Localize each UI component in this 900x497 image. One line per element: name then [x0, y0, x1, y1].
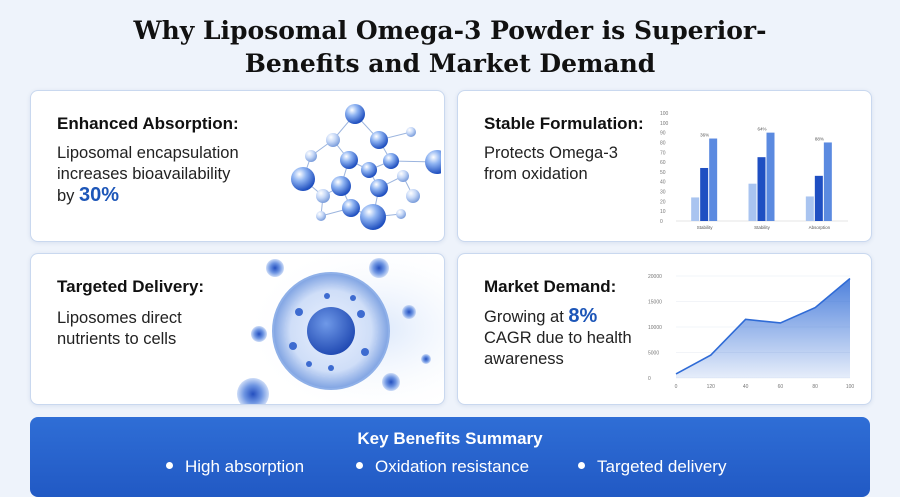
- bar-value-label: 88%: [815, 136, 824, 141]
- y-tick-label: 30: [660, 190, 666, 196]
- card-text-prefix: by: [57, 187, 80, 205]
- card-text-line: by 30%: [57, 185, 239, 207]
- bar: [805, 196, 814, 221]
- y-tick-label: 100: [660, 121, 669, 127]
- summary-item-text: High absorption: [185, 457, 305, 476]
- bullet-dot-icon: [578, 462, 585, 470]
- card-text-line: awareness: [484, 350, 564, 368]
- molecule-illustration: [291, 104, 441, 230]
- summary-item: Oxidation resistance: [356, 457, 529, 477]
- highlight-percent: 8%: [568, 305, 598, 327]
- card-text-line: Liposomes direct: [57, 309, 182, 327]
- x-tick-label: 100: [846, 384, 855, 390]
- card-text-line: from oxidation: [484, 165, 588, 183]
- summary-title: Key Benefits Summary: [357, 429, 543, 448]
- card-title: Enhanced Absorption:: [57, 114, 239, 133]
- bar: [766, 132, 775, 221]
- page-title: Why Liposomal Omega-3 Powder is Superior…: [0, 14, 900, 80]
- y-tick-label: 0: [648, 376, 651, 382]
- card-stable-formulation: Stable Formulation: Protects Omega-3 fro…: [457, 90, 872, 242]
- x-tick-label: Absorption: [809, 225, 831, 230]
- card-text: Growing at 8% CAGR due to health awarene…: [484, 306, 632, 370]
- x-tick-label: 60: [778, 384, 784, 390]
- highlight-percent: 30%: [79, 184, 120, 206]
- bar: [823, 142, 832, 221]
- card-market-demand: Market Demand: Growing at 8% CAGR due to…: [457, 253, 872, 405]
- x-tick-label: 40: [743, 384, 749, 390]
- y-tick-label: 70: [660, 150, 666, 156]
- y-tick-label: 100: [660, 111, 669, 117]
- bar: [700, 167, 709, 221]
- card-text-line: Protects Omega-3: [484, 144, 618, 162]
- summary-item: High absorption: [166, 457, 304, 477]
- bullet-dot-icon: [356, 462, 363, 470]
- bar: [709, 138, 718, 221]
- summary-item-text: Targeted delivery: [597, 457, 727, 476]
- y-tick-label: 50: [660, 170, 666, 176]
- y-tick-label: 10000: [648, 325, 662, 331]
- card-text-line: CAGR due to health: [484, 329, 632, 347]
- card-text: Liposomal encapsulation increases bioava…: [57, 143, 239, 207]
- x-tick-label: 80: [812, 384, 818, 390]
- card-title: Stable Formulation:: [484, 114, 644, 133]
- card-text-line: nutrients to cells: [57, 330, 177, 348]
- card-text-line: Liposomal encapsulation: [57, 144, 239, 162]
- card-title: Targeted Delivery:: [57, 277, 205, 296]
- cell-illustration: [221, 254, 444, 404]
- y-tick-label: 40: [660, 180, 666, 186]
- card-text-line: increases bioavailability: [57, 165, 231, 183]
- summary-item: Targeted delivery: [578, 457, 726, 477]
- card-text: Liposomes direct nutrients to cells: [57, 308, 182, 350]
- card-text: Protects Omega-3 from oxidation: [484, 143, 618, 185]
- y-tick-label: 20000: [648, 274, 662, 280]
- y-tick-label: 10: [660, 209, 666, 215]
- area-fill: [676, 278, 850, 378]
- bar: [757, 157, 766, 221]
- bar: [748, 183, 757, 221]
- card-enhanced-absorption: Enhanced Absorption: Liposomal encapsula…: [30, 90, 445, 242]
- y-tick-label: 90: [660, 131, 666, 137]
- x-tick-label: 120: [707, 384, 716, 390]
- x-tick-label: 0: [675, 384, 678, 390]
- y-tick-label: 20: [660, 199, 666, 205]
- card-targeted-delivery: Targeted Delivery: Liposomes direct nutr…: [30, 253, 445, 405]
- title-line-1: Why Liposomal Omega-3 Powder is Superior…: [133, 16, 767, 45]
- bar-value-label: 64%: [757, 127, 766, 132]
- card-title: Market Demand:: [484, 277, 617, 296]
- summary-item-text: Oxidation resistance: [375, 457, 530, 476]
- y-tick-label: 60: [660, 160, 666, 166]
- card-text-line: Growing at 8%: [484, 306, 632, 328]
- x-tick-label: Stability: [697, 225, 714, 230]
- y-tick-label: 15000: [648, 300, 662, 306]
- bullet-dot-icon: [166, 462, 173, 470]
- title-line-2: Benefits and Market Demand: [244, 49, 656, 78]
- series-line: [675, 277, 851, 375]
- bar: [691, 197, 700, 221]
- bar-value-label: 36%: [700, 133, 709, 138]
- bar: [814, 175, 823, 221]
- stability-bar-chart: 100100908070605040302010036%Stability64%…: [660, 111, 848, 230]
- card-text-prefix: Growing at: [484, 308, 569, 326]
- x-tick-label: Stability: [754, 225, 771, 230]
- y-tick-label: 0: [660, 219, 663, 225]
- y-tick-label: 5000: [648, 351, 659, 357]
- key-benefits-summary: Key Benefits Summary High absorption Oxi…: [30, 417, 870, 497]
- y-tick-label: 80: [660, 140, 666, 146]
- market-growth-chart: 20000 15000 10000 5000 0 0 120 40 60 80 100: [648, 274, 855, 390]
